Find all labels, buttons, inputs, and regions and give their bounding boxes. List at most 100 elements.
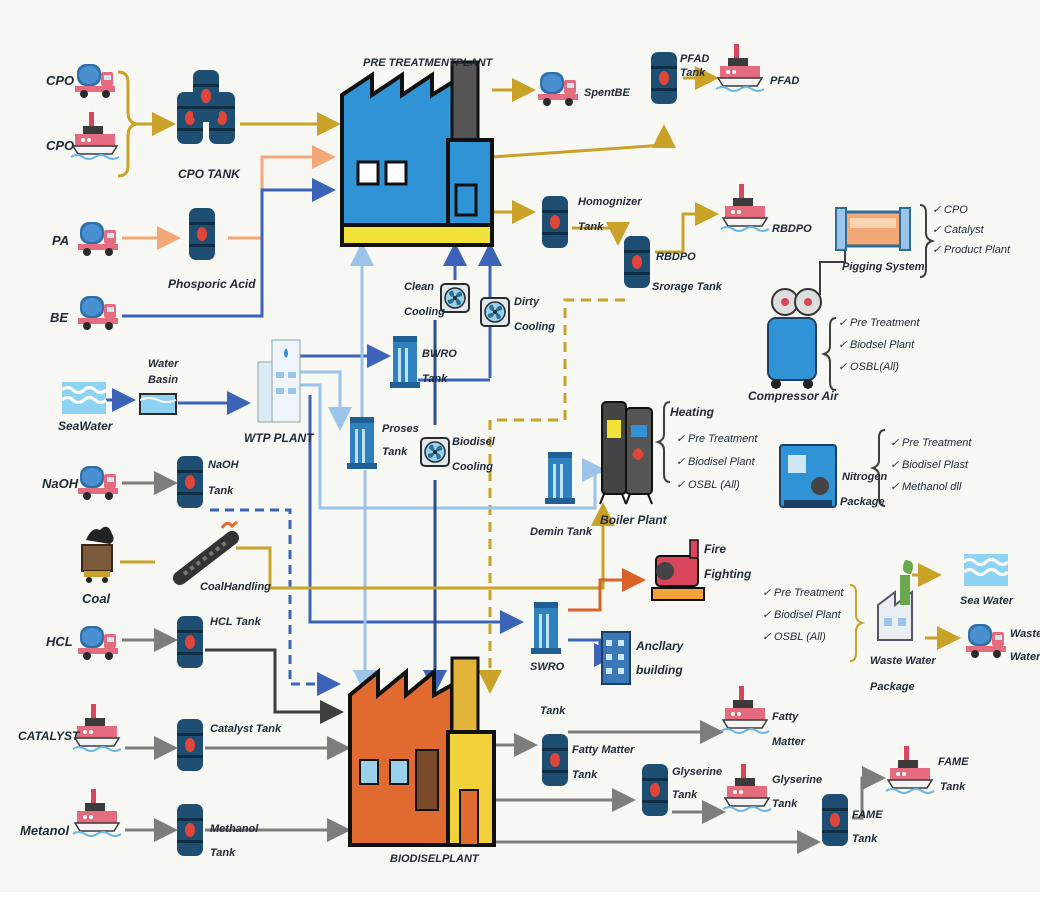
label-methanol: Metanol bbox=[20, 823, 70, 838]
label-hcl-tank: HCL Tank bbox=[210, 616, 262, 628]
checklist-item-compressor: Biodsel Plant bbox=[850, 339, 915, 351]
label-fatty-matter-2: Matter bbox=[772, 736, 806, 748]
label-homogenizer-1: Homognizer bbox=[578, 196, 642, 208]
checklist-item-wastewater: Pre Treatment bbox=[774, 587, 844, 599]
label-heating-title: Heating bbox=[670, 405, 715, 419]
label-glycerine-2: Tank bbox=[772, 798, 798, 810]
checkmark-icon: ✓ bbox=[932, 204, 942, 216]
label-rbdpo-tank-2: Srorage Tank bbox=[652, 281, 723, 293]
label-process-tank-2: Tank bbox=[382, 446, 408, 458]
checklist-item-nitrogen: Pre Treatment bbox=[902, 437, 972, 449]
ship-icon bbox=[722, 763, 772, 812]
hcl-tank-icon bbox=[177, 616, 203, 668]
checkmark-icon: ✓ bbox=[838, 317, 848, 329]
label-sea-water-out: Sea Water bbox=[960, 595, 1014, 607]
label-glycerine-tank-1: Glyserine bbox=[672, 766, 722, 778]
checkmark-icon: ✓ bbox=[890, 437, 900, 449]
water-waves-icon bbox=[962, 552, 1010, 588]
label-compressor-air: Compressor Air bbox=[748, 389, 840, 403]
label-coal-handling: CoalHandling bbox=[200, 581, 271, 593]
label-fame-tank-1: FAME bbox=[852, 809, 883, 821]
checklist-item-wastewater: Biodisel Plant bbox=[774, 609, 842, 621]
checkmark-icon: ✓ bbox=[932, 244, 942, 256]
truck-icon bbox=[966, 624, 1006, 658]
label-dirty-cooling-2: Cooling bbox=[514, 321, 555, 333]
label-spent-be: SpentBE bbox=[584, 87, 631, 99]
label-fame-2: Tank bbox=[940, 781, 966, 793]
ancillary-building-icon bbox=[601, 631, 631, 685]
checkmark-icon: ✓ bbox=[762, 609, 772, 621]
ship-icon bbox=[720, 685, 770, 734]
label-methanol-tank-1: Methanol bbox=[210, 823, 259, 835]
truck-icon bbox=[78, 296, 118, 330]
label-pfad: PFAD bbox=[770, 75, 799, 87]
checklist-item-nitrogen: Biodisel Plast bbox=[902, 459, 969, 471]
label-pfad-tank-1: PFAD bbox=[680, 53, 709, 65]
label-methanol-tank-2: Tank bbox=[210, 847, 236, 859]
checklist-item-nitrogen: Methanol dll bbox=[902, 481, 962, 493]
checkmark-icon: ✓ bbox=[890, 459, 900, 471]
coal-conveyor-icon bbox=[173, 520, 239, 585]
label-nitrogen-2: Package bbox=[840, 496, 885, 508]
coal-cart-icon bbox=[81, 526, 114, 583]
label-nitrogen-1: Nitrogen bbox=[842, 471, 888, 483]
label-waste-water-2: Water bbox=[1010, 651, 1040, 663]
demin-tank-column-icon bbox=[545, 452, 575, 504]
label-coal: Coal bbox=[82, 591, 111, 606]
water-waves-icon bbox=[60, 380, 108, 416]
ship-icon bbox=[885, 745, 935, 794]
ship-icon bbox=[715, 43, 765, 92]
label-boiler-plant: Boiler Plant bbox=[600, 513, 668, 527]
fatty-matter-tank-icon bbox=[542, 734, 568, 786]
label-pretreatment-plant: PRE TREATMENTPLANT bbox=[363, 57, 494, 69]
label-phosporic-acid: Phosporic Acid bbox=[168, 277, 256, 291]
label-fatty-tank-1: Fatty Matter bbox=[572, 744, 635, 756]
checkmark-icon: ✓ bbox=[676, 456, 686, 468]
truck-icon bbox=[78, 626, 118, 660]
dirty-cooling-fan-icon bbox=[480, 297, 510, 327]
label-biodiesel-cooling-2: Cooling bbox=[452, 461, 493, 473]
label-fame-tank-2: Tank bbox=[852, 833, 878, 845]
checklist-item-compressor: OSBL(All) bbox=[850, 361, 899, 373]
pfad-tank-icon bbox=[651, 52, 677, 104]
ship-icon bbox=[72, 703, 122, 752]
label-catalyst-tank: Catalyst Tank bbox=[210, 723, 282, 735]
label-naoh-tank-1: NaOH bbox=[208, 459, 240, 471]
label-biodiesel-plant: BIODISELPLANT bbox=[390, 853, 480, 865]
bwro-column-icon bbox=[390, 336, 420, 388]
fame-tank-icon bbox=[822, 794, 848, 846]
checkmark-icon: ✓ bbox=[676, 479, 686, 491]
label-clean-cooling-1: Clean bbox=[404, 281, 434, 293]
label-glycerine-1: Glyserine bbox=[772, 774, 822, 786]
pigging-system-icon bbox=[835, 207, 911, 251]
label-seawater: SeaWater bbox=[58, 419, 114, 433]
node-labels: CPO CPO CPO TANK PA Phosporic Acid BE PR… bbox=[18, 53, 1040, 865]
label-bwro-1: BWRO bbox=[422, 348, 457, 360]
checkmark-icon: ✓ bbox=[762, 631, 772, 643]
label-waste-water-1: Waste bbox=[1010, 628, 1040, 640]
checklist-item-pigging: CPO bbox=[944, 204, 968, 216]
checklist-item-pigging: Catalyst bbox=[944, 224, 985, 236]
label-process-tank-1: Proses bbox=[382, 423, 419, 435]
label-biodiesel-cooling-1: Biodisel bbox=[452, 436, 496, 448]
label-naoh-tank-2: Tank bbox=[208, 485, 234, 497]
label-waste-water-package-1: Waste Water bbox=[870, 655, 936, 667]
checkmark-icon: ✓ bbox=[762, 587, 772, 599]
factory-icon bbox=[348, 656, 496, 847]
phosphoric-acid-tank-icon bbox=[189, 208, 215, 260]
fire-pump-icon bbox=[651, 539, 705, 601]
flow-lines bbox=[95, 66, 961, 854]
wtp-building-icon bbox=[257, 339, 301, 423]
cpo-tank-icon bbox=[177, 70, 235, 144]
label-pa: PA bbox=[52, 233, 69, 248]
label-hcl: HCL bbox=[46, 634, 73, 649]
clean-cooling-fan-icon bbox=[440, 283, 470, 313]
label-demin-tank: Demin Tank bbox=[530, 526, 593, 538]
label-cpo-2: CPO bbox=[46, 138, 74, 153]
checklist-item-heating: OSBL (All) bbox=[688, 479, 740, 491]
truck-icon bbox=[538, 72, 578, 106]
truck-icon bbox=[78, 222, 118, 256]
label-waste-water-package-2: Package bbox=[870, 681, 915, 693]
